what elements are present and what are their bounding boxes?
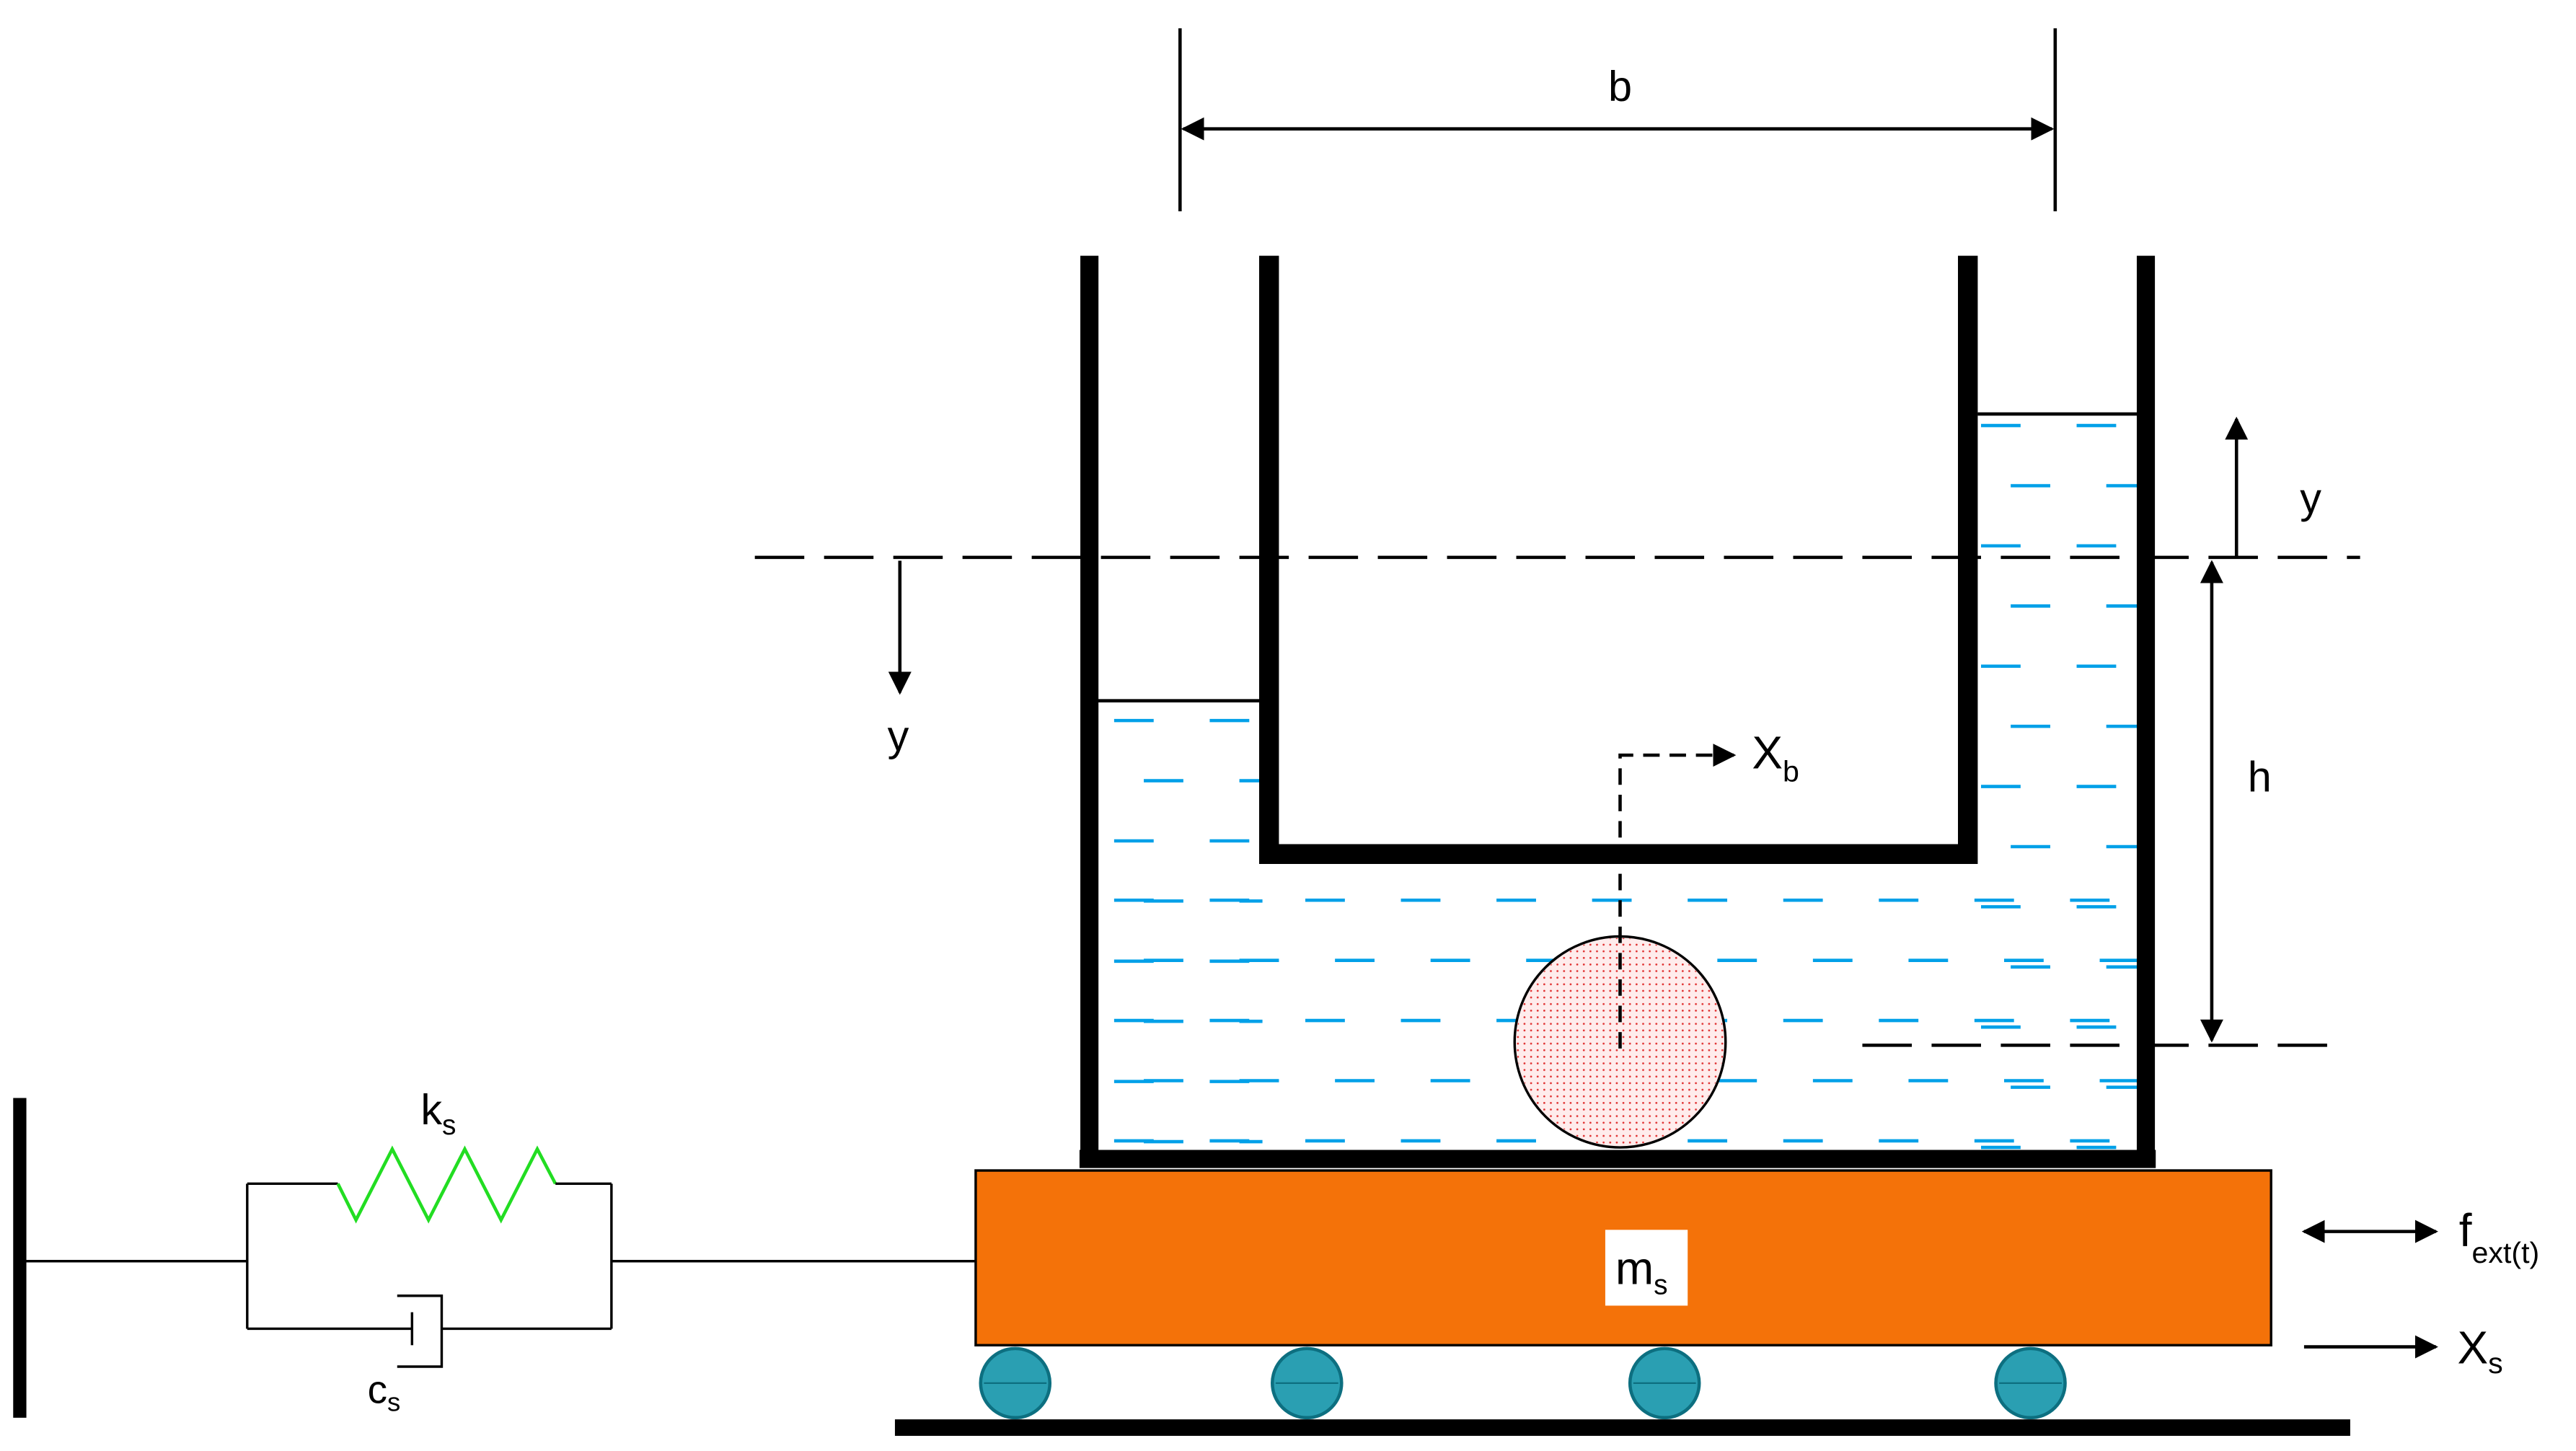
right-displacement-label: y <box>2300 474 2321 522</box>
height-label: h <box>2248 752 2272 801</box>
spring-label: k <box>420 1085 442 1134</box>
svg-text:fext(t): fext(t) <box>2459 1204 2539 1269</box>
external-force-label: f <box>2459 1204 2472 1256</box>
ball-displacement-label: X <box>1752 726 1783 778</box>
ground <box>894 1419 2350 1436</box>
left-displacement-label: y <box>888 711 909 759</box>
svg-text:ks: ks <box>420 1085 456 1141</box>
width-dimension: b <box>1178 28 2057 211</box>
damper-label: c <box>368 1367 387 1411</box>
damper-cylinder <box>397 1295 444 1368</box>
svg-text:Xb: Xb <box>1752 726 1799 788</box>
svg-text:Xs: Xs <box>2457 1321 2502 1380</box>
damper-subscript: s <box>387 1388 400 1417</box>
inner-u-wall <box>1259 255 1978 864</box>
base-displacement-label: X <box>2457 1321 2488 1373</box>
liquid-left-column <box>1113 718 1263 1144</box>
liquid-container <box>1079 255 2156 1168</box>
spring <box>336 1145 557 1224</box>
spring-damper-assembly <box>25 1145 976 1368</box>
ball-displacement-subscript: b <box>1783 755 1799 788</box>
ball: Xb <box>1513 726 1799 1149</box>
liquid-right-column <box>1980 423 2143 1150</box>
external-force-subscript: ext(t) <box>2472 1236 2540 1269</box>
svg-text:ms: ms <box>1615 1243 1668 1301</box>
mass-label: m <box>1615 1243 1654 1295</box>
ball-displacement-arrow <box>1618 744 1737 1049</box>
mass-subscript: s <box>1654 1269 1667 1300</box>
base-displacement-subscript: s <box>2488 1346 2503 1380</box>
spring-subscript: s <box>442 1110 456 1141</box>
width-label: b <box>1608 62 1632 110</box>
mass-label-box <box>1605 1230 1688 1306</box>
rollers <box>979 1346 2067 1420</box>
svg-text:cs: cs <box>368 1367 401 1416</box>
